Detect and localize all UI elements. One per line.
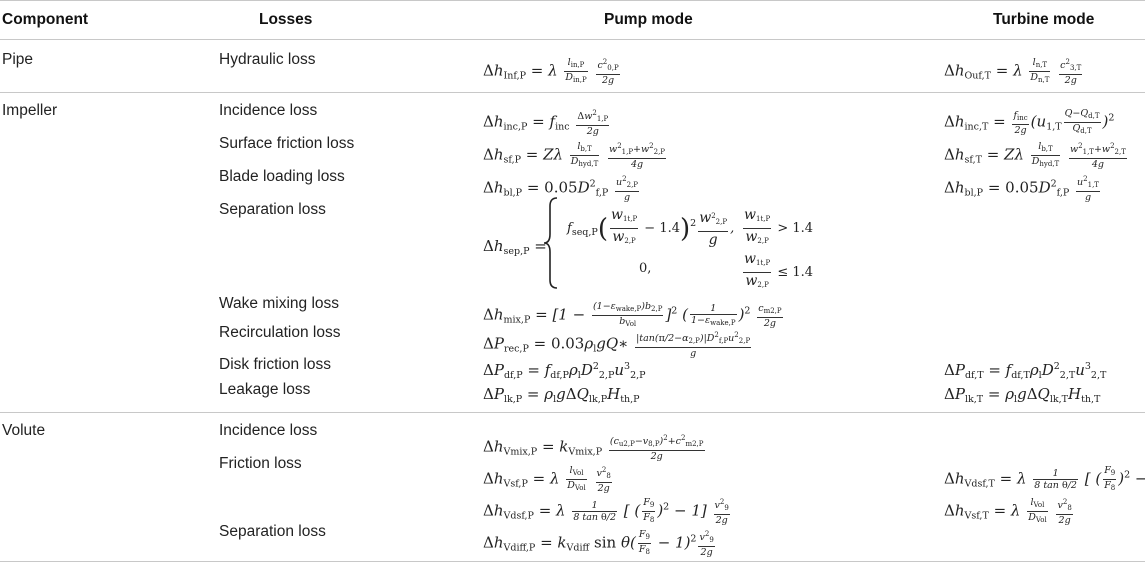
row-divider <box>0 412 1145 413</box>
formula-turbine-leakage: ΔPlk,T = ρlgΔQlk,THth,T <box>944 385 1101 405</box>
loss-separation: Separation loss <box>219 201 326 218</box>
header-rule <box>0 39 1145 40</box>
component-pipe: Pipe <box>2 51 34 68</box>
formula-pump-separation-lhs: Δhsep,P = <box>483 237 547 257</box>
loss-leakage: Leakage loss <box>219 381 311 398</box>
formula-pump-leakage: ΔPlk,P = ρlgΔQlk,PHth,P <box>483 385 640 405</box>
loss-volute-separation: Separation loss <box>219 523 326 540</box>
loss-wake-mixing: Wake mixing loss <box>219 295 340 312</box>
loss-impeller-incidence: Incidence loss <box>219 102 318 119</box>
loss-volute-incidence: Incidence loss <box>219 422 318 439</box>
formula-turbine-disk-friction: ΔPdf,T = fdf,TρlD22,Tu32,T <box>944 361 1107 381</box>
formula-pump-disk-friction: ΔPdf,P = fdf,PρlD22,Pu32,P <box>483 361 646 381</box>
left-brace-icon <box>543 197 558 289</box>
component-volute: Volute <box>2 422 46 439</box>
component-impeller: Impeller <box>2 102 58 119</box>
loss-recirculation: Recirculation loss <box>219 324 341 341</box>
header-turbine-mode: Turbine mode <box>993 11 1095 28</box>
loss-disk-friction: Disk friction loss <box>219 356 331 373</box>
formula-pump-separation-case2: 0, <box>639 261 652 276</box>
header-pump-mode: Pump mode <box>604 11 693 28</box>
header-losses: Losses <box>259 11 313 28</box>
row-divider <box>0 92 1145 93</box>
loss-volute-friction: Friction loss <box>219 455 302 472</box>
loss-surface-friction: Surface friction loss <box>219 135 355 152</box>
table-top-rule <box>0 0 1145 1</box>
loss-hydraulic: Hydraulic loss <box>219 51 316 68</box>
header-component: Component <box>2 11 89 28</box>
loss-blade-loading: Blade loading loss <box>219 168 345 185</box>
formula-pump-recirculation: ΔPrec,P = 0.03ρlgQ∗ |tan(π/2−α2,P)|D2f,P… <box>483 331 752 359</box>
